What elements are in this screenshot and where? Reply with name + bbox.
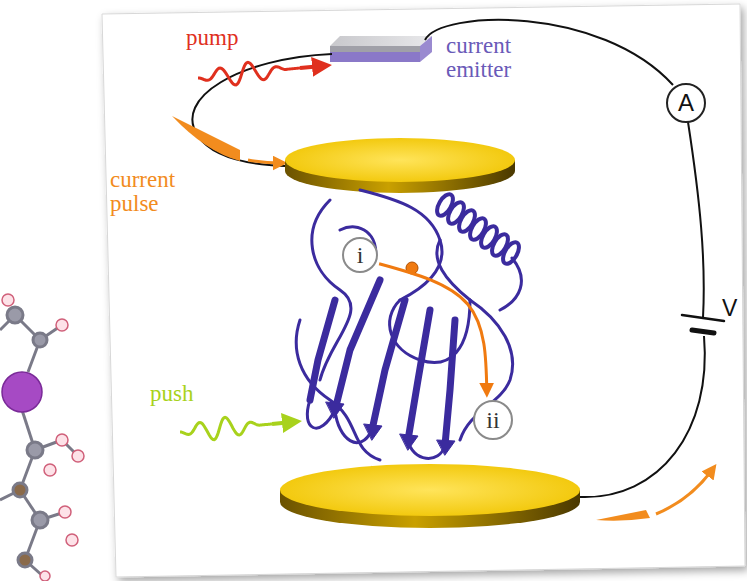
- site-circle: ii: [473, 400, 513, 440]
- battery-symbol: [682, 315, 724, 321]
- push-arrow: [272, 422, 292, 424]
- molecule: [7, 307, 23, 323]
- molecule: [32, 512, 48, 528]
- molecule-atoms: [59, 506, 71, 518]
- current-pulse: [596, 510, 650, 521]
- current-arrow: [248, 160, 280, 163]
- ammeter-symbol: A: [666, 83, 706, 123]
- push-label: push: [150, 382, 220, 406]
- protein-ribbon: [335, 280, 380, 410]
- push-pulse: [180, 417, 272, 439]
- current-pulse: [172, 116, 240, 161]
- molecule-atoms: [56, 434, 68, 446]
- metal-atom: [2, 372, 42, 412]
- current-emitter: [330, 46, 420, 52]
- transfer-arrow: [379, 264, 487, 392]
- molecule-atoms: [66, 534, 78, 546]
- pump-label: pump: [186, 26, 266, 50]
- molecule-atoms: [40, 571, 50, 581]
- molecule: [13, 483, 27, 497]
- emitter-label: current emitter: [446, 34, 542, 82]
- site-circle: i: [342, 237, 378, 273]
- wire: [580, 336, 705, 497]
- pulse-label: current pulse: [110, 168, 192, 216]
- molecule: [18, 553, 32, 567]
- node-text: i: [357, 243, 364, 267]
- bottom-electrode: [280, 464, 580, 528]
- protein-ribbon: [408, 310, 430, 440]
- protein-ribbon: [437, 440, 455, 455]
- protein-ribbon: [326, 402, 344, 418]
- current-emitter: [330, 36, 432, 62]
- bottom-electrode: [280, 464, 580, 516]
- molecule-atoms: [2, 294, 84, 581]
- light-pulse: [180, 62, 322, 439]
- molecule-atoms: [56, 319, 68, 331]
- wire: [425, 20, 673, 85]
- protein-ribbon: [445, 320, 455, 445]
- molecule: [27, 442, 43, 458]
- current-emitter: [330, 36, 432, 46]
- molecule: [0, 307, 78, 578]
- battery-symbol: [692, 330, 714, 333]
- molecule-atoms: [72, 450, 84, 462]
- voltage-label: V: [722, 296, 742, 320]
- protein-ribbon: [310, 300, 335, 400]
- wire: [688, 122, 704, 318]
- molecule-atoms: [2, 294, 14, 306]
- top-electrode: [285, 138, 515, 193]
- node-text: A: [678, 91, 694, 115]
- protein-ribbon: [296, 190, 522, 460]
- current-emitter: [330, 52, 420, 62]
- protein-ribbon: [400, 434, 418, 450]
- molecule-atoms: [44, 464, 56, 476]
- battery-symbol: [682, 315, 724, 333]
- pump-pulse: [198, 62, 300, 85]
- top-electrode: [285, 138, 515, 182]
- current-arrow: [656, 470, 712, 514]
- pump-arrow: [300, 66, 322, 68]
- protein-ribbon: [364, 424, 382, 440]
- helix-turn: [500, 240, 522, 267]
- protein-ribbon: [372, 300, 405, 430]
- card: [102, 4, 745, 577]
- loop: [500, 258, 521, 310]
- node-text: ii: [486, 408, 499, 432]
- molecule: [33, 333, 47, 347]
